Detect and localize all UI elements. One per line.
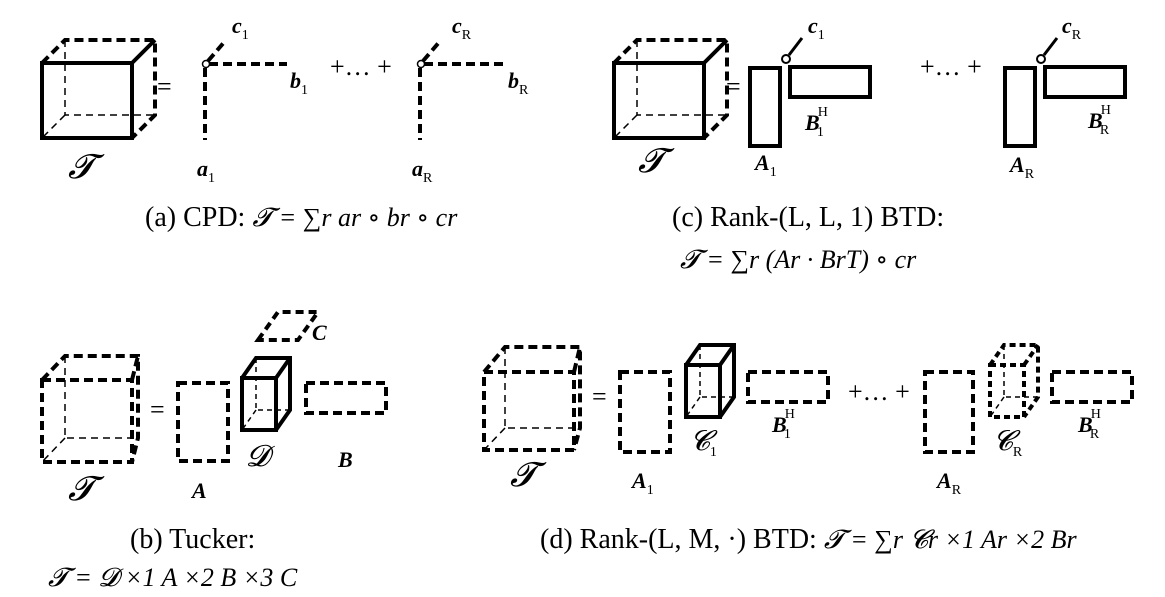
matrix-A1	[748, 66, 782, 148]
label-tensor-d: 𝓣	[510, 457, 547, 494]
label-CR-d: 𝓒R	[993, 426, 1023, 460]
rank-one-term-1	[201, 38, 287, 140]
panel-a-cpd: 𝓣 = c1 b1 a1 +… + cR bR aR (a) CPD: 𝓣 = …	[40, 13, 529, 233]
label-tensor-c: 𝓣	[638, 143, 675, 180]
tensor-cube-b	[40, 354, 140, 464]
panel-b-tucker: 𝓣 = A 𝓓 C B (b) Tucker: 𝓣 = 𝓓 ×1 A ×2 B …	[40, 310, 388, 592]
core-tensor-CR	[988, 343, 1040, 419]
plus-dots-d: +… +	[848, 377, 910, 406]
caption-c: (c) Rank-(L, L, 1) BTD:	[672, 202, 944, 233]
label-A1-c: A1	[753, 150, 777, 180]
matrix-A1-d	[618, 370, 672, 454]
matrix-BRH-d	[1050, 370, 1134, 404]
factor-matrix-B	[304, 381, 388, 415]
formula-b: 𝓣 = 𝓓 ×1 A ×2 B ×3 C	[48, 563, 298, 592]
label-core-D: 𝓓	[246, 440, 275, 473]
equals-sign-d: =	[592, 382, 607, 411]
caption-b: (b) Tucker:	[130, 524, 255, 555]
matrix-B1H	[788, 65, 872, 99]
tensor-cube-c	[612, 38, 729, 140]
label-cR-btd: cR	[1062, 13, 1082, 43]
rank-one-term-R	[416, 38, 505, 140]
matrix-B1H-d	[746, 370, 830, 404]
label-b1: b1	[290, 68, 308, 98]
label-tensor-a: 𝓣	[68, 149, 105, 186]
tensor-cube-a	[40, 38, 157, 140]
factor-matrix-A	[176, 381, 230, 463]
label-a1: a1	[197, 156, 215, 186]
matrix-AR-d	[923, 370, 975, 454]
equals-sign-c: =	[726, 72, 741, 101]
plus-dots-c: +… +	[920, 52, 982, 81]
caption-d: (d) Rank-(L, M, ·) BTD: 𝓣 = ∑r 𝓒r ×1 Ar …	[540, 524, 1077, 555]
label-aR: aR	[412, 156, 433, 186]
label-C1-d: 𝓒1	[690, 426, 718, 460]
label-tensor-b: 𝓣	[68, 471, 105, 508]
label-AR-c: AR	[1008, 152, 1035, 182]
plus-dots-a: +… +	[330, 52, 392, 81]
label-c1: c1	[232, 13, 249, 43]
label-B-b: B	[337, 447, 353, 472]
label-c1-btd: c1	[808, 13, 825, 43]
equals-sign-a: =	[157, 72, 172, 101]
label-bR: bR	[508, 68, 529, 98]
tensor-cube-d	[482, 345, 582, 452]
label-A1-d: A1	[630, 468, 654, 498]
label-A-b: A	[190, 478, 207, 503]
formula-c: 𝓣 = ∑r (Ar · BrT) ∘ cr	[680, 245, 917, 274]
factor-matrix-C	[254, 310, 322, 342]
caption-a: (a) CPD: 𝓣 = ∑r ar ∘ br ∘ cr	[145, 202, 458, 233]
core-tensor-D	[240, 356, 292, 432]
label-AR-d: AR	[935, 468, 962, 498]
equals-sign-b: =	[150, 395, 165, 424]
matrix-BRH	[1043, 65, 1127, 99]
label-cR: cR	[452, 13, 472, 43]
matrix-AR	[1003, 66, 1037, 148]
core-tensor-C1	[684, 343, 736, 419]
label-C-b: C	[312, 320, 327, 345]
